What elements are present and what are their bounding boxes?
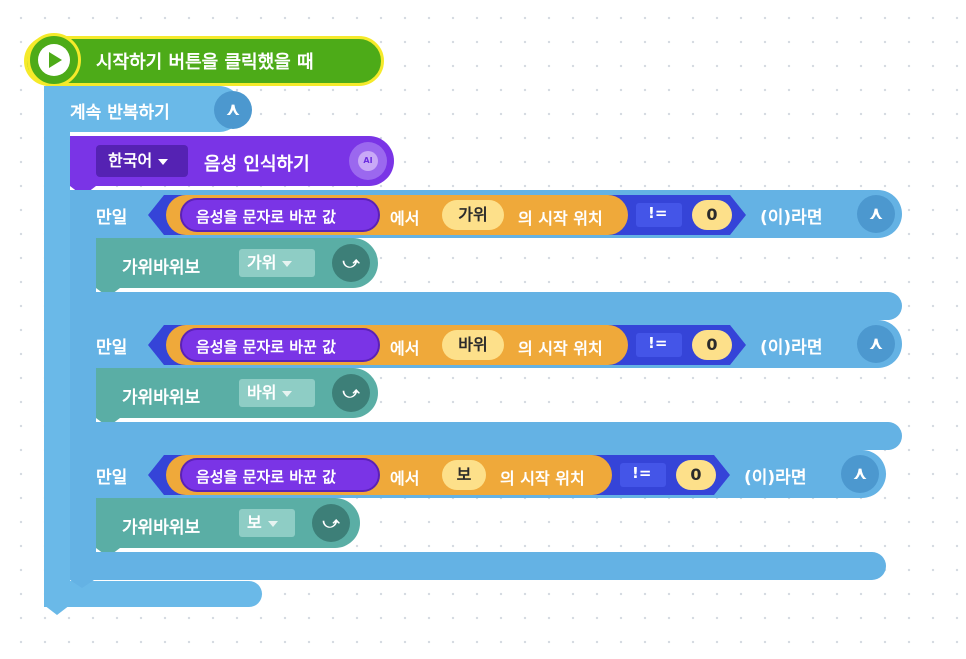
index-label: 의 시작 위치 [518, 209, 603, 228]
compare-value-input[interactable]: 0 [676, 460, 716, 490]
repeat-block-notch [44, 605, 70, 615]
then-label: (이)라면 [744, 468, 807, 488]
index-label: 의 시작 위치 [518, 339, 603, 358]
action-label: 가위바위보 [122, 388, 201, 408]
search-text-input[interactable]: 바위 [442, 330, 504, 360]
repeat-block-label: 계속 반복하기 [70, 103, 170, 123]
if-2-expand-icon[interactable]: ⋏ [857, 325, 895, 363]
if-block-1-footer [70, 292, 902, 320]
start-block-label: 시작하기 버튼을 클릭했을 때 [96, 52, 314, 73]
operator-label: != [648, 334, 668, 352]
from-label: 에서 [390, 209, 420, 228]
speech-text-reporter[interactable] [180, 328, 380, 362]
link-icon[interactable]: ⤻ [332, 374, 370, 412]
search-text-input[interactable]: 보 [442, 460, 486, 490]
from-label: 에서 [390, 469, 420, 488]
language-dropdown[interactable]: 한국어 [96, 145, 188, 177]
branch-icon: ⋏ [868, 333, 884, 354]
index-label: 의 시작 위치 [500, 469, 585, 488]
from-label: 에서 [390, 339, 420, 358]
operator-label: != [632, 464, 652, 482]
if-block-2-footer [70, 422, 902, 450]
ai-head-icon: AI [358, 151, 378, 171]
if-label: 만일 [96, 208, 128, 228]
chevron-down-icon [282, 390, 293, 397]
chevron-down-icon [267, 520, 278, 527]
if-1-expand-icon[interactable]: ⋏ [857, 195, 895, 233]
operator-box[interactable] [636, 333, 682, 357]
rps-action-block-2[interactable] [96, 368, 378, 418]
speech-text-reporter[interactable] [180, 198, 380, 232]
reporter-label: 음성을 문자로 바꾼 값 [196, 338, 336, 356]
action-value-dropdown[interactable]: 보 [239, 509, 295, 537]
repeat-block-spine [44, 86, 70, 606]
speech-text-reporter[interactable] [180, 458, 380, 492]
play-icon [49, 52, 62, 68]
chevron-down-icon [282, 260, 293, 267]
then-label: (이)라면 [760, 208, 823, 228]
branch-icon: ⋏ [868, 203, 884, 224]
if-3-expand-icon[interactable]: ⋏ [841, 455, 879, 493]
if-label: 만일 [96, 338, 128, 358]
action-value-dropdown[interactable]: 바위 [239, 379, 315, 407]
reporter-label: 음성을 문자로 바꾼 값 [196, 208, 336, 226]
operator-box[interactable] [620, 463, 666, 487]
search-text-input[interactable]: 가위 [442, 200, 504, 230]
action-label: 가위바위보 [122, 518, 201, 538]
repeat-block-header[interactable] [44, 86, 242, 132]
action-label: 가위바위보 [122, 258, 201, 278]
speech-block-label: 음성 인식하기 [204, 154, 310, 175]
compare-value-input[interactable]: 0 [692, 200, 732, 230]
link-icon[interactable]: ⤻ [332, 244, 370, 282]
compare-value-input[interactable]: 0 [692, 330, 732, 360]
if-label: 만일 [96, 468, 128, 488]
action-value-dropdown[interactable]: 가위 [239, 249, 315, 277]
ai-badge-icon: AI [349, 142, 387, 180]
branch-icon: ⋏ [225, 99, 241, 120]
link-icon[interactable]: ⤻ [312, 504, 350, 542]
then-label: (이)라면 [760, 338, 823, 358]
repeat-expand-icon[interactable]: ⋏ [214, 91, 252, 129]
branch-icon: ⋏ [852, 463, 868, 484]
operator-label: != [648, 204, 668, 222]
chevron-down-icon [158, 158, 169, 165]
shuffle-icon: ⤻ [322, 513, 340, 532]
operator-box[interactable] [636, 203, 682, 227]
rps-action-block-1[interactable] [96, 238, 378, 288]
shuffle-icon: ⤻ [342, 253, 360, 272]
if-block-3-footer [70, 552, 886, 580]
reporter-label: 음성을 문자로 바꾼 값 [196, 468, 336, 486]
start-event-block[interactable] [24, 36, 384, 86]
if-block-notch [70, 580, 94, 588]
shuffle-icon: ⤻ [342, 383, 360, 402]
start-play-button[interactable] [27, 33, 81, 87]
